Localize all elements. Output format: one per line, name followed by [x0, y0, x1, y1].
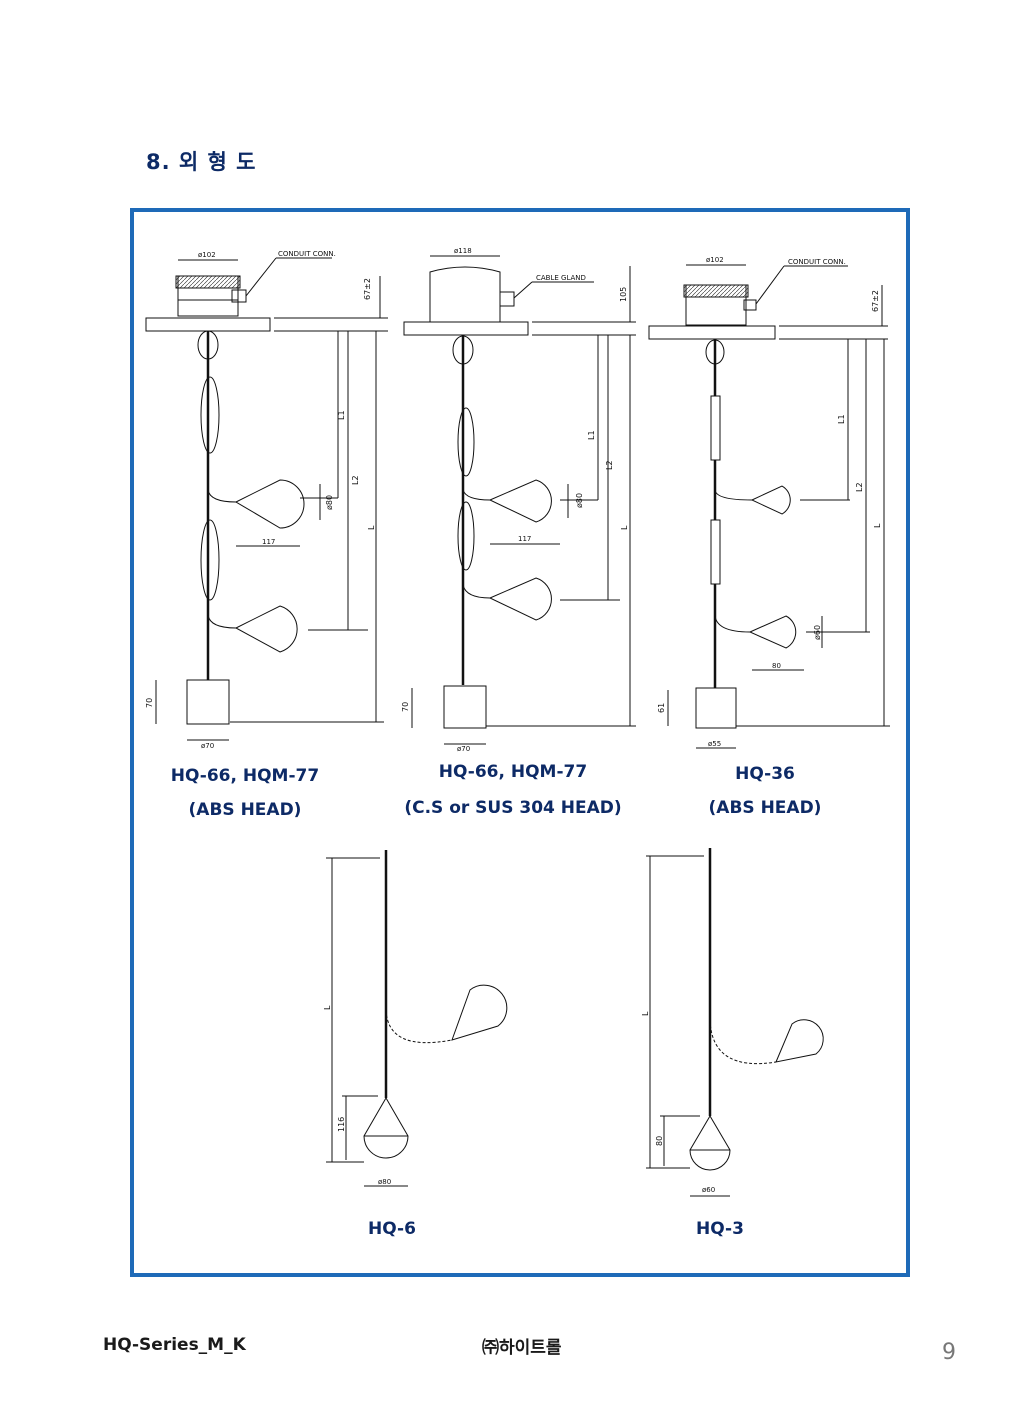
d3-weight-dia: ø55	[708, 740, 721, 748]
d3-float-dim: ø60	[813, 625, 822, 640]
d1-conduit-label: CONDUIT CONN.	[278, 250, 336, 258]
d4-dia-dim: ø80	[378, 1178, 391, 1186]
d1-L2: L2	[351, 475, 360, 485]
d3-L1: L1	[837, 414, 846, 424]
d2-L1: L1	[587, 430, 596, 440]
model-3-name: HQ-36	[735, 764, 795, 784]
model-3-subtitle: (ABS HEAD)	[708, 798, 822, 818]
d2-weight-height: 70	[401, 702, 410, 712]
drawing-hq6: L 116 ø80	[323, 850, 508, 1187]
d3-arm-dim: 80	[772, 662, 781, 670]
d1-weight-dia: ø70	[201, 742, 214, 750]
d2-L: L	[620, 525, 629, 530]
model-2-name: HQ-66, HQM-77	[438, 762, 588, 782]
d4-height-dim: 116	[337, 1117, 346, 1132]
model-1-subtitle: (ABS HEAD)	[188, 800, 302, 820]
d1-head-dim: ø102	[198, 251, 216, 259]
drawing-hq66-abs: CONDUIT CONN. ø102 67±2	[145, 250, 388, 750]
d2-L2: L2	[605, 460, 614, 470]
d2-arm-dim: 117	[518, 535, 531, 543]
d1-L1: L1	[337, 410, 346, 420]
footer-doc-id: HQ-Series_M_K	[103, 1335, 246, 1355]
d5-L: L	[641, 1011, 650, 1016]
d2-gland-label: CABLE GLAND	[536, 274, 586, 282]
d5-height-dim: 80	[655, 1136, 664, 1146]
drawing-hq36-abs: CONDUIT CONN. ø102 67±2	[648, 256, 890, 749]
d5-dia-dim: ø60	[702, 1186, 715, 1194]
d2-head-dim: ø118	[454, 247, 472, 255]
d1-float-dim: ø80	[325, 495, 334, 510]
drawing-hq3: L 80 ø60	[641, 848, 824, 1197]
d4-L: L	[323, 1005, 332, 1010]
section-title: 8. 외 형 도	[146, 150, 257, 174]
d2-float-dim: ø80	[575, 493, 584, 508]
d2-weight-dia: ø70	[457, 745, 470, 753]
d1-L: L	[367, 525, 376, 530]
d1-height-dim: 67±2	[363, 278, 372, 300]
d3-weight-height: 61	[657, 703, 666, 713]
d3-L2: L2	[855, 482, 864, 492]
d3-conduit-label: CONDUIT CONN.	[788, 258, 846, 266]
d1-arm-dim: 117	[262, 538, 275, 546]
drawing-frame	[130, 208, 910, 1277]
d3-head-dim: ø102	[706, 256, 724, 264]
page-number: 9	[942, 1340, 956, 1365]
d2-height-dim: 105	[619, 287, 628, 302]
model-2-subtitle: (C.S or SUS 304 HEAD)	[404, 798, 622, 818]
d3-L: L	[873, 523, 882, 528]
model-1-name: HQ-66, HQM-77	[170, 766, 320, 786]
d1-weight-height: 70	[145, 698, 154, 708]
drawing-hq66-sus: CABLE GLAND ø118 105	[401, 247, 636, 753]
model-4-name: HQ-6	[368, 1219, 416, 1239]
footer-company: ㈜하이트롤	[482, 1338, 562, 1358]
model-5-name: HQ-3	[696, 1219, 744, 1239]
d3-height-dim: 67±2	[871, 290, 880, 312]
